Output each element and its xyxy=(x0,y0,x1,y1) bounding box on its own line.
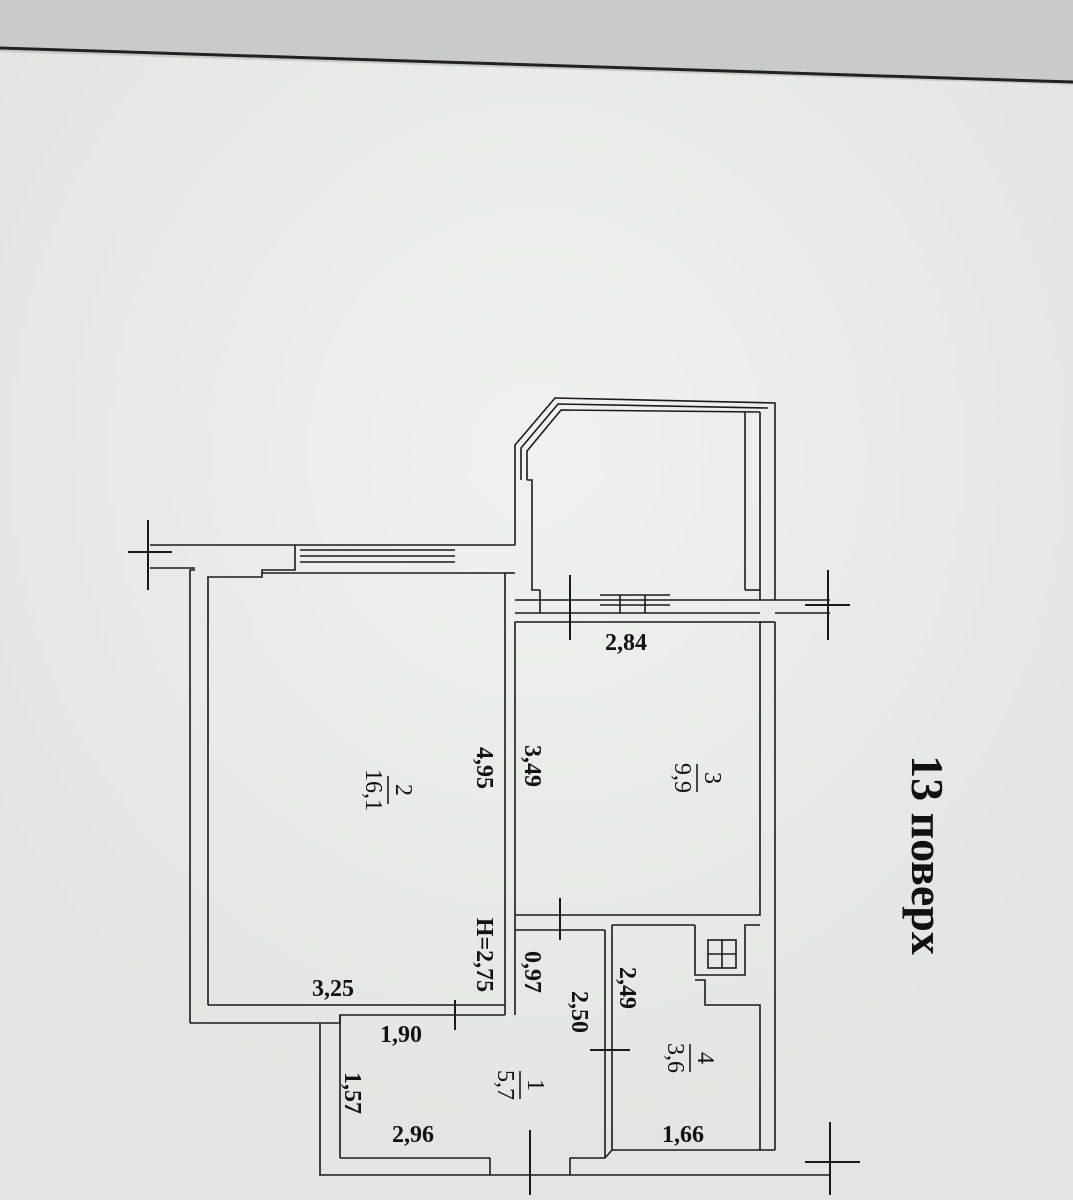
room-3-number: 3 xyxy=(699,772,725,784)
room-labels: 2 16,1 3 9,9 1 5,7 4 3,6 13 поверх xyxy=(360,755,953,1100)
dim-room2-width: 3,25 xyxy=(312,976,354,1002)
room-2-area: 16,1 xyxy=(360,769,386,811)
dimension-ticks xyxy=(128,520,860,1195)
dim-bath-width: 1,66 xyxy=(662,1122,704,1148)
dim-hall-length: 2,50 xyxy=(566,991,592,1033)
dim-hall-width: 1,90 xyxy=(380,1022,422,1048)
room-4-number: 4 xyxy=(692,1052,718,1064)
room-3-area: 9,9 xyxy=(669,763,695,793)
dim-room2-length: 4,95 xyxy=(471,747,497,789)
paper-edge-line xyxy=(0,46,1073,84)
room-2-number: 2 xyxy=(390,784,416,796)
room-1-area: 5,7 xyxy=(492,1070,518,1100)
paper-sheet xyxy=(0,52,1073,1200)
room-4-area: 3,6 xyxy=(662,1043,688,1073)
ceiling-height: H=2,75 xyxy=(471,918,497,992)
dimension-labels: 2,84 3,25 1,90 2,96 1,66 4,95 3,49 H=2,7… xyxy=(312,630,704,1148)
dim-bath-length: 2,49 xyxy=(614,967,640,1009)
dim-room3-width: 2,84 xyxy=(605,630,647,656)
room-1-number: 1 xyxy=(522,1079,548,1091)
dim-door-width: 0,97 xyxy=(519,951,545,993)
dim-room3-length: 3,49 xyxy=(519,745,545,787)
dim-hall-side: 1,57 xyxy=(339,1072,365,1114)
walls xyxy=(150,397,830,1176)
floor-title: 13 поверх xyxy=(902,755,953,955)
dim-hall-bottom: 2,96 xyxy=(392,1122,434,1148)
